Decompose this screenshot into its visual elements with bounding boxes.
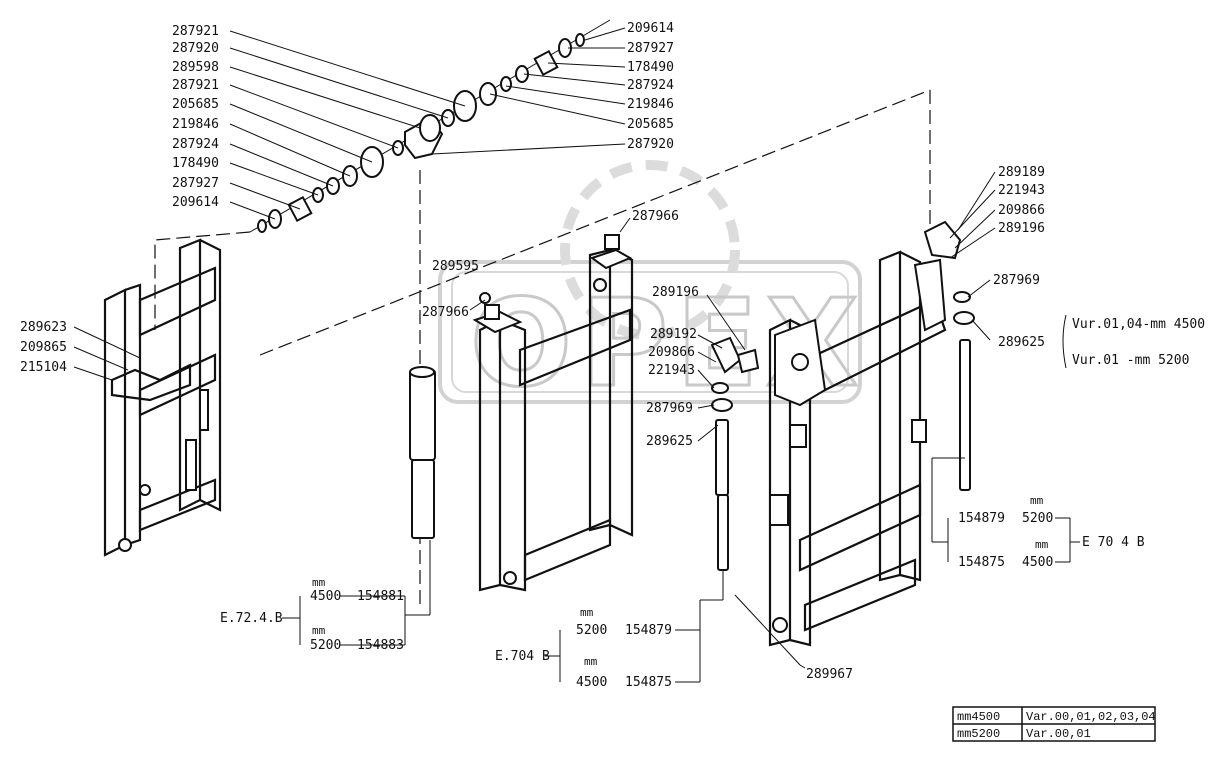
part-label: 154881 xyxy=(357,589,404,604)
part-label: 219846 xyxy=(172,117,219,132)
part-label: 215104 xyxy=(20,360,67,375)
length-label: 4500 xyxy=(576,675,607,690)
part-label: 289196 xyxy=(652,285,699,300)
left-cylinder xyxy=(405,366,436,616)
unit-label: mm xyxy=(1030,494,1044,507)
cylinder-code: E.704 B xyxy=(495,649,550,664)
part-label: 289192 xyxy=(650,327,697,342)
part-label: 287921 xyxy=(172,24,219,39)
part-label: 205685 xyxy=(172,97,219,112)
variant-table: mm4500 Var.00,01,02,03,04 mm5200 Var.00,… xyxy=(952,706,1156,742)
table-size: mm5200 xyxy=(957,727,1000,741)
part-label: 289595 xyxy=(432,259,479,274)
left-leader-lines xyxy=(229,30,466,220)
part-label: 154875 xyxy=(625,675,672,690)
part-label: 209614 xyxy=(627,21,674,36)
part-label: 205685 xyxy=(627,117,674,132)
length-label: 5200 xyxy=(1022,511,1053,526)
unit-label: mm xyxy=(580,606,594,619)
part-label: 154883 xyxy=(357,638,404,653)
pin-label: 287966 xyxy=(632,209,679,224)
unit-label: mm xyxy=(584,655,598,668)
table-variants: Var.00,01 xyxy=(1026,727,1091,741)
part-label: 154875 xyxy=(958,555,1005,570)
unit-label: mm xyxy=(312,576,326,589)
part-label: 209614 xyxy=(172,195,219,210)
part-label: 289196 xyxy=(998,221,1045,236)
part-label: 287921 xyxy=(172,78,219,93)
part-label: 219846 xyxy=(627,97,674,112)
pin-label: 287966 xyxy=(422,305,469,320)
cylinder-code: E 70 4 B xyxy=(1082,535,1145,550)
part-label: 221943 xyxy=(648,363,695,378)
left-mast-frame xyxy=(103,238,222,557)
part-label: 289625 xyxy=(998,335,1045,350)
part-label: 209866 xyxy=(998,203,1045,218)
center-frame-labels: 287966 287966 289595 xyxy=(422,209,679,320)
right-leader-lines xyxy=(431,27,626,155)
part-label: 178490 xyxy=(627,60,674,75)
top-assembly-parts xyxy=(257,33,585,233)
left-part-labels: 287921 287920 289598 287921 205685 21984… xyxy=(172,24,219,210)
unit-label: mm xyxy=(312,624,326,637)
part-label: 154879 xyxy=(625,623,672,638)
cylinder-center-callout: E.704 B mm 5200 154879 mm 4500 154875 xyxy=(495,599,723,690)
table-variants: Var.00,01,02,03,04 xyxy=(1026,710,1156,724)
length-label: 5200 xyxy=(310,638,341,653)
variant-note-line2: Vur.01 -mm 5200 xyxy=(1072,353,1189,368)
right-bracket-group: 289189 221943 209866 289196 287969 28962… xyxy=(923,165,1205,491)
part-label: 287927 xyxy=(172,176,219,191)
part-label: 154879 xyxy=(958,511,1005,526)
unit-label: mm xyxy=(1035,538,1049,551)
variant-note-line1: Vur.01,04-mm 4500 xyxy=(1072,317,1205,332)
part-label: 287969 xyxy=(646,401,693,416)
right-part-labels: 209614 287927 178490 287924 219846 20568… xyxy=(627,21,674,152)
cylinder-code: E.72.4.B xyxy=(220,611,283,626)
cylinder-left-callout: E.72.4.B mm 4500 154881 mm 5200 154883 xyxy=(220,576,406,653)
left-frame-labels: 289623 209865 215104 xyxy=(20,320,67,375)
part-label: 289625 xyxy=(646,434,693,449)
part-label: 287920 xyxy=(627,137,674,152)
part-label: 287920 xyxy=(172,41,219,56)
part-label: 287969 xyxy=(993,273,1040,288)
part-label: 209866 xyxy=(648,345,695,360)
part-label: 289967 xyxy=(806,667,853,682)
center-mast-frame xyxy=(472,234,634,592)
right-mast-frame: 289967 xyxy=(734,250,947,682)
cylinder-right-callout: mm 154879 5200 mm 154875 4500 E 70 4 B xyxy=(931,457,1145,570)
length-label: 4500 xyxy=(1022,555,1053,570)
part-label: 289623 xyxy=(20,320,67,335)
part-label: 289189 xyxy=(998,165,1045,180)
table-size: mm4500 xyxy=(957,710,1000,724)
left-frame-leaders xyxy=(73,326,141,381)
center-bracket-group: 289196 289192 209866 221943 287969 28962… xyxy=(646,285,760,600)
part-label: 287924 xyxy=(627,78,674,93)
length-label: 4500 xyxy=(310,589,341,604)
length-label: 5200 xyxy=(576,623,607,638)
part-label: 289598 xyxy=(172,60,219,75)
part-label: 287927 xyxy=(627,41,674,56)
part-label: 221943 xyxy=(998,183,1045,198)
part-label: 209865 xyxy=(20,340,67,355)
part-label: 287924 xyxy=(172,137,219,152)
part-label: 178490 xyxy=(172,156,219,171)
